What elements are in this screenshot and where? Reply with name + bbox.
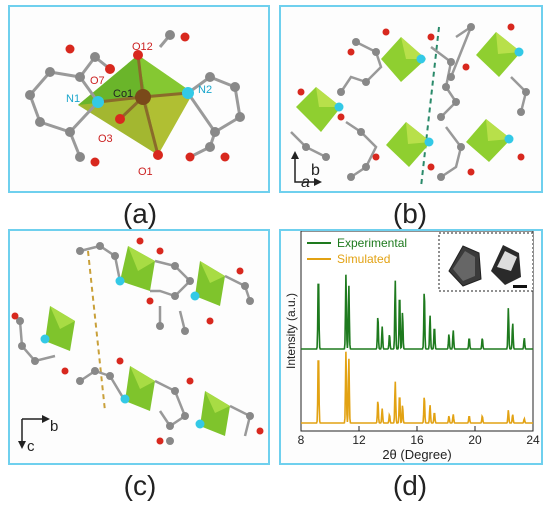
label-co1: Co1 bbox=[113, 88, 133, 100]
panel-b: b a bbox=[279, 5, 543, 193]
label-o1: O1 bbox=[138, 166, 153, 178]
label-o7: O7 bbox=[90, 75, 105, 87]
axis-label-b: b bbox=[311, 162, 320, 179]
legend-experimental: Experimental bbox=[337, 236, 407, 250]
label-o3: O3 bbox=[98, 133, 113, 145]
crystal-packing-b: b a bbox=[290, 23, 530, 191]
y-axis-label: Intensity (a.u.) bbox=[284, 293, 298, 369]
series-line-simulated bbox=[301, 351, 533, 424]
caption-b: (b) bbox=[392, 198, 428, 229]
panel-a: O12 O7 N1 Co1 N2 O3 O1 bbox=[8, 5, 270, 193]
x-tick-label: 12 bbox=[352, 433, 366, 447]
molecule-structure-a: O12 O7 N1 Co1 N2 O3 O1 bbox=[25, 30, 245, 178]
scale-bar bbox=[513, 285, 527, 288]
crystal-inset-photo bbox=[438, 232, 534, 292]
axis-label-c: c bbox=[27, 438, 35, 455]
crystal-packing-c: c b bbox=[11, 237, 264, 455]
label-n1: N1 bbox=[66, 93, 80, 105]
xrd-chart: 8 12 16 20 24 Experimental Simulated Intensi… bbox=[284, 231, 540, 462]
axis-label-b-c: b bbox=[50, 418, 58, 435]
polyhedron-b bbox=[296, 32, 521, 167]
x-tick-label: 20 bbox=[468, 433, 482, 447]
caption-c: (c) bbox=[123, 470, 157, 501]
x-tick-label: 24 bbox=[526, 433, 540, 447]
label-n2: N2 bbox=[198, 84, 212, 96]
axis-arrow-b bbox=[294, 157, 316, 183]
x-tick-label: 16 bbox=[410, 433, 424, 447]
label-o12: O12 bbox=[132, 41, 153, 53]
legend-simulated: Simulated bbox=[337, 252, 390, 266]
x-tick-label: 8 bbox=[298, 433, 305, 447]
series-line-experimental bbox=[301, 274, 533, 350]
x-axis-label: 2θ (Degree) bbox=[382, 447, 451, 462]
panel-c: c b bbox=[8, 229, 270, 465]
panel-d: 8 12 16 20 24 Experimental Simulated Intensi… bbox=[279, 229, 543, 465]
caption-d: (d) bbox=[392, 470, 428, 501]
caption-a: (a) bbox=[122, 198, 158, 229]
axis-label-a: a bbox=[301, 174, 310, 191]
